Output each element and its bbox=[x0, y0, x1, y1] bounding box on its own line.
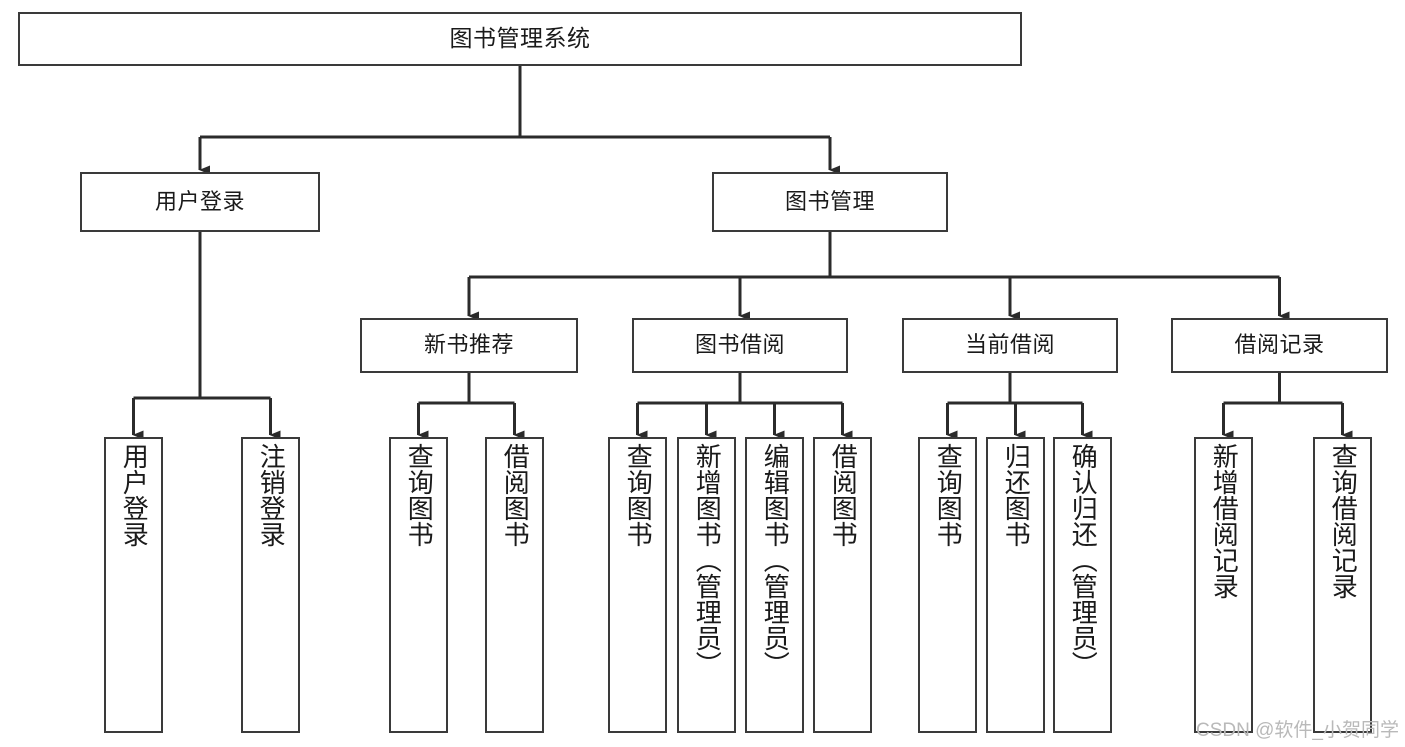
node-label: 查询借阅记录 bbox=[1328, 443, 1359, 599]
node-leaf-rec-add[interactable]: 新增借阅记录 bbox=[1194, 437, 1253, 733]
node-label: 查询图书 bbox=[933, 443, 964, 547]
node-records[interactable]: 借阅记录 bbox=[1171, 318, 1388, 373]
edge-group bbox=[132, 66, 1353, 440]
node-leaf-user-login[interactable]: 用户登录 bbox=[104, 437, 163, 733]
node-label: 查询图书 bbox=[623, 443, 654, 547]
node-label: 用户登录 bbox=[154, 188, 245, 214]
node-borrow[interactable]: 图书借阅 bbox=[632, 318, 848, 373]
node-label: 用户登录 bbox=[119, 443, 150, 547]
node-newbook[interactable]: 新书推荐 bbox=[360, 318, 578, 373]
node-leaf-bw-add[interactable]: 新增图书（管理员） bbox=[677, 437, 736, 733]
node-login[interactable]: 用户登录 bbox=[80, 172, 320, 232]
node-label: 新增图书（管理员） bbox=[692, 443, 723, 677]
node-leaf-user-logout[interactable]: 注销登录 bbox=[241, 437, 300, 733]
node-label: 确认归还（管理员） bbox=[1068, 443, 1099, 677]
node-label: 当前借阅 bbox=[964, 332, 1055, 358]
node-leaf-cur-query[interactable]: 查询图书 bbox=[918, 437, 977, 733]
node-label: 编辑图书（管理员） bbox=[760, 443, 791, 677]
node-label: 归还图书 bbox=[1001, 443, 1032, 547]
node-label: 查询图书 bbox=[404, 443, 435, 547]
node-label: 新书推荐 bbox=[423, 332, 514, 358]
node-label: 图书管理 bbox=[784, 188, 875, 214]
node-label: 新增借阅记录 bbox=[1209, 443, 1240, 599]
node-leaf-nb-query[interactable]: 查询图书 bbox=[389, 437, 448, 733]
node-label: 借阅记录 bbox=[1234, 332, 1325, 358]
node-leaf-bw-edit[interactable]: 编辑图书（管理员） bbox=[745, 437, 804, 733]
node-leaf-cur-confirm[interactable]: 确认归还（管理员） bbox=[1053, 437, 1112, 733]
node-leaf-rec-query[interactable]: 查询借阅记录 bbox=[1313, 437, 1372, 733]
node-leaf-bw-query[interactable]: 查询图书 bbox=[608, 437, 667, 733]
node-label: 借阅图书 bbox=[500, 443, 531, 547]
node-leaf-nb-borrow[interactable]: 借阅图书 bbox=[485, 437, 544, 733]
node-current[interactable]: 当前借阅 bbox=[902, 318, 1118, 373]
node-label: 注销登录 bbox=[256, 443, 287, 547]
node-bookmgmt[interactable]: 图书管理 bbox=[712, 172, 948, 232]
node-label: 图书借阅 bbox=[694, 332, 785, 358]
node-leaf-bw-borrow[interactable]: 借阅图书 bbox=[813, 437, 872, 733]
node-root[interactable]: 图书管理系统 bbox=[18, 12, 1022, 66]
node-leaf-cur-return[interactable]: 归还图书 bbox=[986, 437, 1045, 733]
node-label: 借阅图书 bbox=[828, 443, 859, 547]
node-label: 图书管理系统 bbox=[449, 25, 591, 52]
